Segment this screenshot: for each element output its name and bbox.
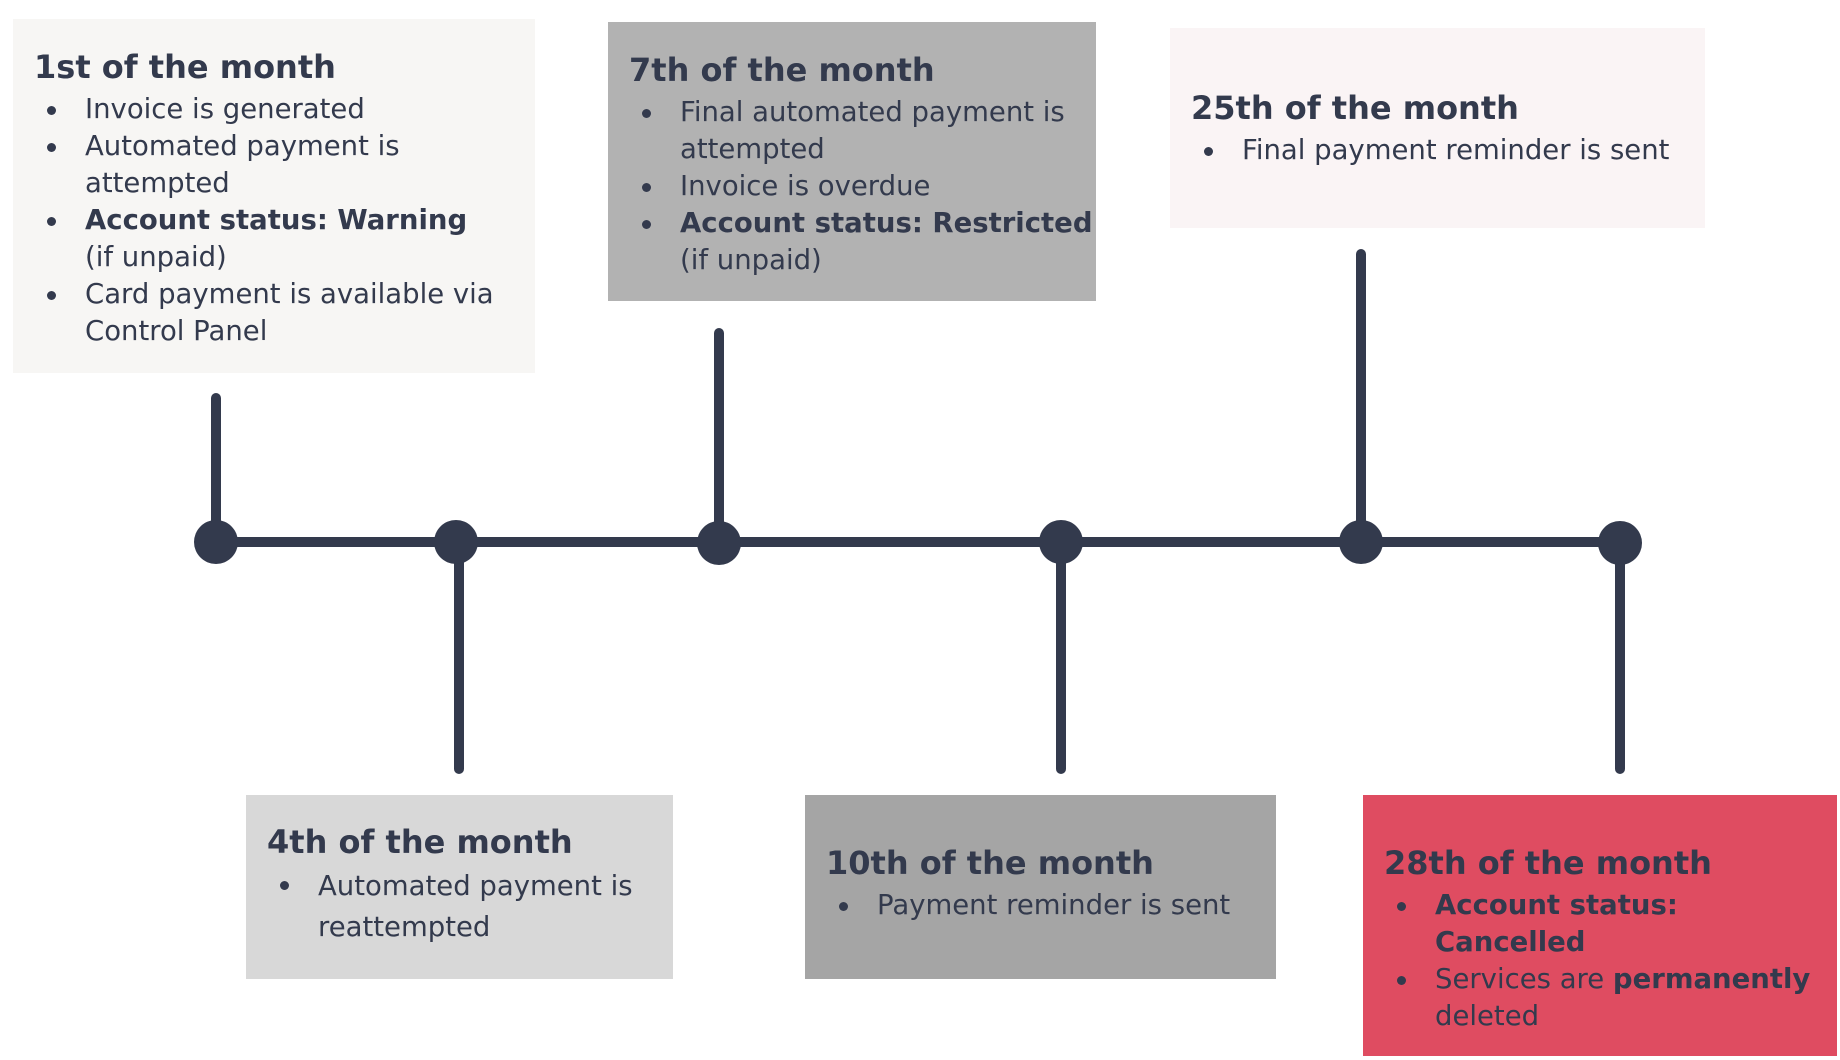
milestone-heading: 7th of the month	[629, 51, 935, 89]
milestone-heading: 25th of the month	[1191, 89, 1519, 127]
list-item: Final automated payment is attempted	[642, 94, 1096, 168]
item-text: Final automated payment is attempted	[680, 96, 1065, 165]
milestone-card-10th: 10th of the month Payment reminder is se…	[805, 795, 1276, 979]
list-item: Account status: Cancelled	[1397, 887, 1837, 961]
milestone-list: Payment reminder is sent	[826, 887, 1276, 924]
milestone-heading: 28th of the month	[1384, 844, 1712, 882]
milestone-list: Automated payment is reattempted	[267, 866, 673, 948]
milestone-list: Account status: Cancelled Services are p…	[1384, 887, 1837, 1035]
milestone-card-1st: 1st of the month Invoice is generated Au…	[13, 19, 535, 373]
timeline-node-7th	[697, 521, 741, 565]
item-text: deleted	[1435, 1000, 1540, 1032]
list-item: Invoice is overdue	[642, 168, 1096, 205]
timeline-node-1st	[194, 520, 238, 564]
list-item: Invoice is generated	[47, 91, 535, 128]
item-note: (if unpaid)	[680, 244, 822, 276]
account-status-cancelled: Account status: Cancelled	[1435, 889, 1678, 958]
item-text: Automated payment is reattempted	[318, 870, 633, 943]
item-text: Final payment reminder is sent	[1242, 134, 1670, 166]
item-text: Invoice is generated	[85, 93, 365, 125]
list-item: Account status: Restricted (if unpaid)	[642, 205, 1096, 279]
item-note: (if unpaid)	[85, 241, 227, 273]
milestone-heading: 4th of the month	[267, 823, 573, 861]
item-text: Payment reminder is sent	[877, 889, 1231, 921]
milestone-card-7th: 7th of the month Final automated payment…	[608, 22, 1096, 301]
timeline-node-4th	[434, 520, 478, 564]
milestone-heading: 1st of the month	[34, 48, 336, 86]
milestone-card-25th: 25th of the month Final payment reminder…	[1170, 28, 1705, 228]
list-item: Payment reminder is sent	[839, 887, 1276, 924]
timeline-node-25th	[1339, 520, 1383, 564]
item-text: Invoice is overdue	[680, 170, 931, 202]
item-text: Automated payment is attempted	[85, 130, 400, 199]
list-item: Card payment is available via Control Pa…	[47, 276, 535, 350]
milestone-list: Invoice is generated Automated payment i…	[34, 91, 535, 350]
milestone-card-4th: 4th of the month Automated payment is re…	[246, 795, 673, 979]
list-item: Account status: Warning (if unpaid)	[47, 202, 535, 276]
milestone-list: Final automated payment is attempted Inv…	[629, 94, 1096, 279]
emphasis-permanently: permanently	[1612, 963, 1811, 995]
milestone-heading: 10th of the month	[826, 844, 1154, 882]
list-item: Automated payment is attempted	[47, 128, 535, 202]
timeline-node-10th	[1039, 520, 1083, 564]
timeline-node-28th	[1598, 521, 1642, 565]
account-status-warning: Account status: Warning	[85, 204, 468, 236]
milestone-card-28th: 28th of the month Account status: Cancel…	[1363, 795, 1837, 1056]
list-item: Automated payment is reattempted	[280, 866, 673, 948]
account-status-restricted: Account status: Restricted	[680, 207, 1093, 239]
list-item: Services are permanently deleted	[1397, 961, 1837, 1035]
milestone-list: Final payment reminder is sent	[1191, 132, 1705, 169]
item-text: Card payment is available via Control Pa…	[85, 278, 494, 347]
list-item: Final payment reminder is sent	[1204, 132, 1705, 169]
item-text: Services are	[1435, 963, 1613, 995]
